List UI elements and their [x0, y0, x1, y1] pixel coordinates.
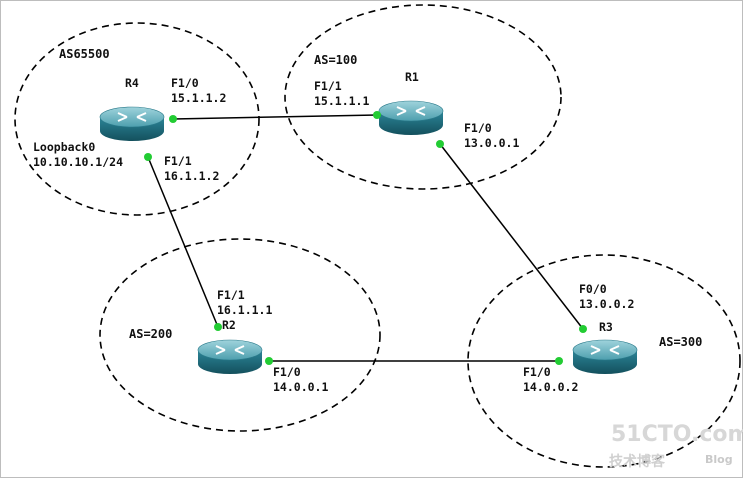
r2-f11-name: F1/1: [217, 288, 245, 302]
r4-f10-name: F1/0: [171, 76, 199, 90]
r3-f00-name: F0/0: [579, 282, 607, 296]
watermark-blog: Blog: [705, 453, 733, 466]
router-r2-icon[interactable]: [197, 339, 263, 374]
r1-f10-name: F1/0: [464, 121, 492, 135]
router-r4-name: R4: [125, 76, 139, 90]
r2-f10-name: F1/0: [273, 365, 301, 379]
as200-zone: [99, 238, 381, 432]
r4-f11-ip: 16.1.1.2: [164, 169, 219, 183]
as65500-zone: [14, 22, 260, 216]
port-r4-f11: [144, 153, 152, 161]
link-r4-r2: [147, 156, 219, 328]
r1-f11-ip: 15.1.1.1: [314, 94, 369, 108]
router-r1-name: R1: [405, 70, 419, 84]
as200-label: AS=200: [129, 327, 172, 341]
port-r3-f00: [579, 325, 587, 333]
router-r3-name: R3: [599, 320, 613, 334]
r2-f10-ip: 14.0.0.1: [273, 380, 328, 394]
watermark-subtitle: 技术博客: [609, 453, 666, 470]
watermark-brand: 51CTO.com: [611, 422, 743, 447]
r4-f10-ip: 15.1.1.2: [171, 91, 226, 105]
port-r4-f10: [169, 115, 177, 123]
port-r2-f10: [265, 357, 273, 365]
port-r1-f11: [373, 111, 381, 119]
r3-f10-ip: 14.0.0.2: [523, 380, 578, 394]
port-r3-f10: [555, 357, 563, 365]
r1-f11-name: F1/1: [314, 79, 342, 93]
r3-f00-ip: 13.0.0.2: [579, 297, 634, 311]
router-r3-icon[interactable]: [572, 339, 638, 374]
router-r2-name: R2: [222, 318, 236, 332]
as300-label: AS=300: [659, 335, 702, 349]
r2-f11-ip: 16.1.1.1: [217, 303, 272, 317]
as100-label: AS=100: [314, 53, 357, 67]
r4-f11-name: F1/1: [164, 154, 192, 168]
r1-f10-ip: 13.0.0.1: [464, 136, 519, 150]
link-r1-r3: [439, 143, 584, 330]
r4-loopback-name: Loopback0: [33, 140, 95, 154]
port-r1-f10: [436, 140, 444, 148]
router-r1-icon[interactable]: [378, 100, 444, 135]
r3-f10-name: F1/0: [523, 365, 551, 379]
link-r4-r1: [172, 114, 378, 120]
as300-zone: [467, 254, 741, 468]
as100-zone: [284, 4, 562, 190]
port-r2-f11: [214, 323, 222, 331]
router-r4-icon[interactable]: [99, 106, 165, 141]
r4-loopback-ip: 10.10.10.1/24: [33, 155, 123, 169]
as65500-label: AS65500: [59, 47, 110, 61]
